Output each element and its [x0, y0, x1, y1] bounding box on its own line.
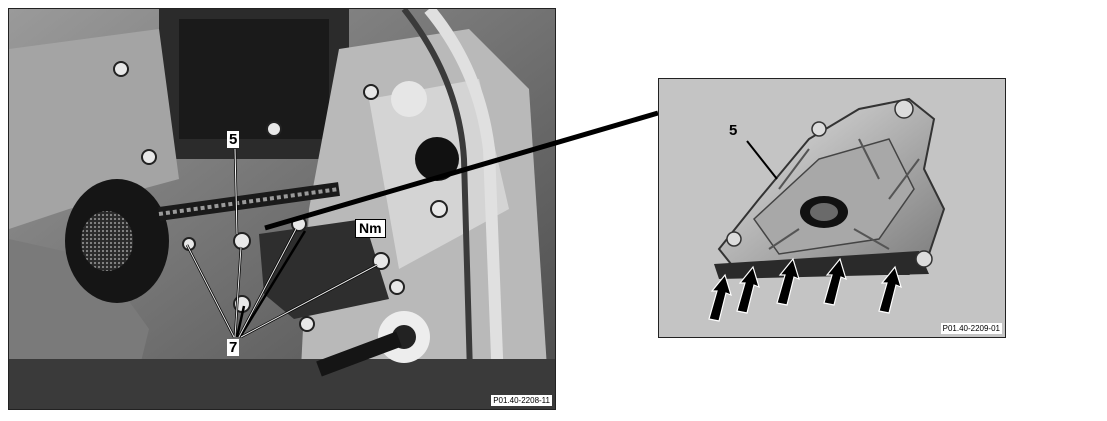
detail-callout-part-5: 5 [729, 122, 738, 139]
figure-code-main: P01.40-2208-11 [491, 395, 552, 406]
callout-part-7: 7 [227, 339, 240, 356]
engine-photo-illustration [9, 9, 555, 409]
oil-pump-cover-illustration [659, 79, 1005, 337]
callout-part-5: 5 [227, 131, 240, 148]
oil-pump-cover-detail-photo: 5 P01.40-2209-01 [658, 78, 1006, 338]
engine-photo: 5 7 Nm P01.40-2208-11 [8, 8, 556, 410]
figure-code-detail: P01.40-2209-01 [940, 323, 1002, 334]
torque-symbol: Nm [355, 219, 386, 239]
